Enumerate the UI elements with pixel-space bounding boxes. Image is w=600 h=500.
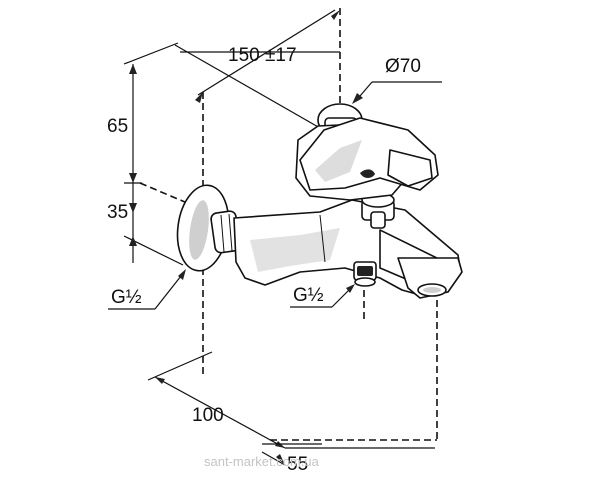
dimension-depth-spout-label: 100: [192, 405, 224, 426]
thread-wall-label: G½: [111, 287, 142, 308]
vertical-dimensions: [123, 42, 184, 266]
dimension-depth-outlet-label: 55: [287, 454, 308, 475]
lever-handle: [299, 117, 439, 191]
dimension-height-lower-label: 35: [107, 202, 128, 223]
outlet-nut: [353, 261, 377, 287]
dimension-diameter-label: Ø70: [385, 56, 421, 77]
dimension-150: [174, 9, 340, 129]
spout: [397, 257, 463, 299]
dimension-height-upper-label: 65: [107, 116, 128, 137]
diameter-leader: [352, 81, 442, 104]
thread-outlet-label: G½: [293, 285, 324, 306]
depth-dimensions: [147, 351, 435, 466]
watermark: sant-market.com.ua: [204, 454, 320, 469]
thread-leaders: [108, 269, 355, 310]
dimension-width-label: 150 ±17: [228, 45, 297, 66]
